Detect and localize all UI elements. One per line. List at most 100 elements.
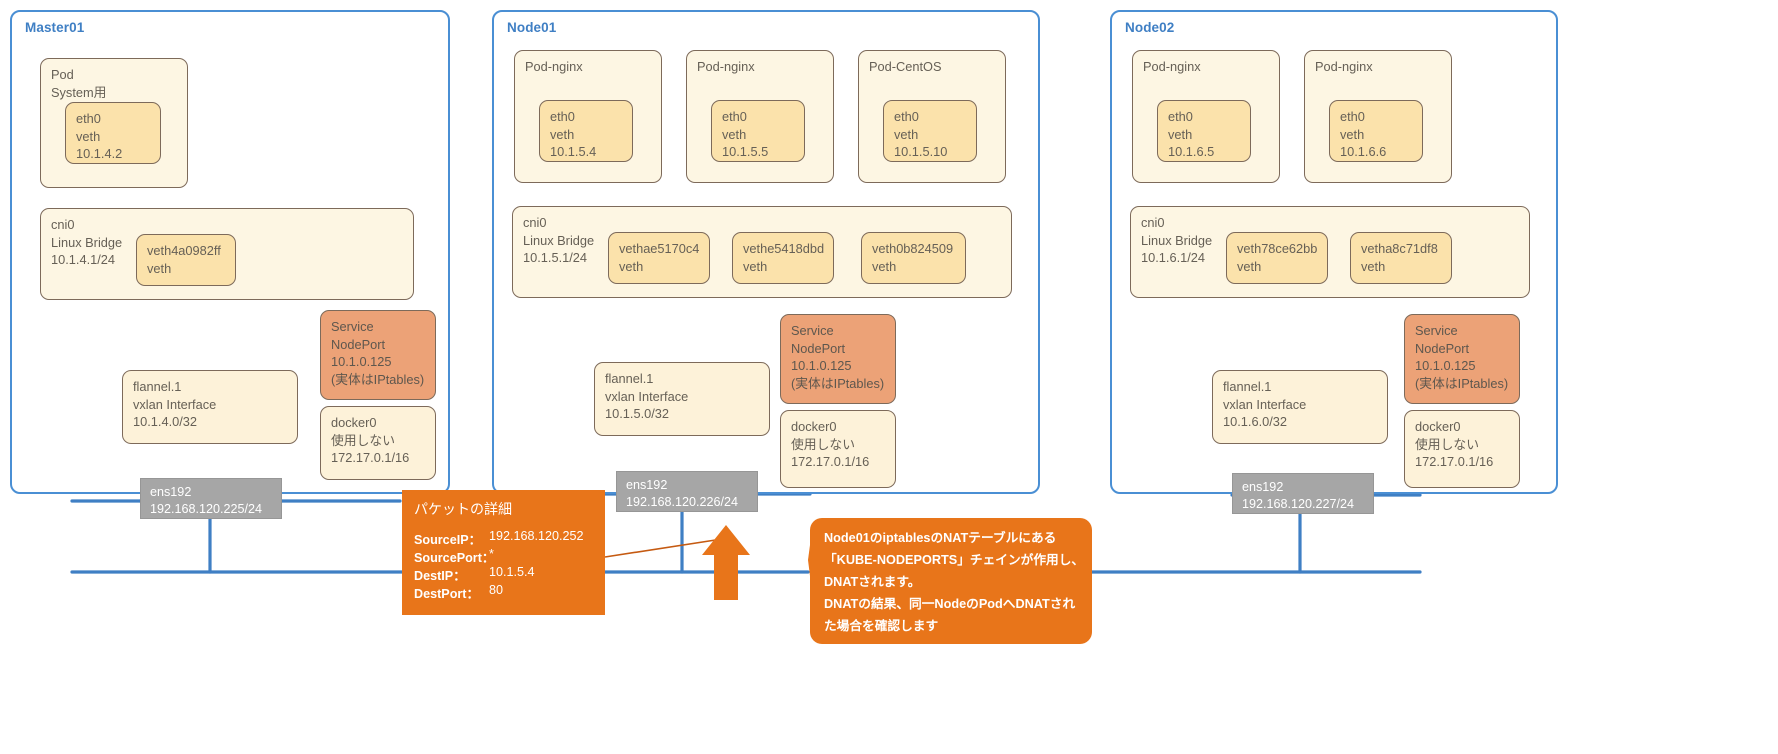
service-nodeport-node02[interactable]: Service NodePort 10.1.0.125 (実体はIPtables… bbox=[1404, 314, 1520, 404]
docker0-l1: docker0 bbox=[331, 415, 377, 430]
pod-label: Pod-nginx bbox=[525, 59, 583, 74]
service-nodeport-master01[interactable]: Service NodePort 10.1.0.125 (実体はIPtables… bbox=[320, 310, 436, 400]
docker0-l3: 172.17.0.1/16 bbox=[791, 454, 870, 469]
docker0-l3: 172.17.0.1/16 bbox=[1415, 454, 1494, 469]
packet-detail-value-2: 10.1.5.4 bbox=[489, 565, 535, 579]
service-nodeport-node01[interactable]: Service NodePort 10.1.0.125 (実体はIPtables… bbox=[780, 314, 896, 404]
docker0-l2: 使用しない bbox=[331, 432, 395, 448]
docker0-node02[interactable]: docker0 使用しない 172.17.0.1/16 bbox=[1404, 410, 1520, 488]
packet-detail-label-2: DestIP： bbox=[414, 569, 466, 583]
iface-ip: 10.1.5.10 bbox=[894, 144, 948, 159]
nic-node02[interactable]: ens192 192.168.120.227/24 bbox=[1232, 473, 1374, 514]
veth-kind: veth bbox=[147, 260, 172, 276]
packet-pointer bbox=[604, 538, 723, 558]
bridge-veth-node01-1[interactable]: vethe5418dbd veth bbox=[732, 232, 834, 284]
service-l1: Service bbox=[1415, 323, 1458, 338]
veth-name: veth0b824509 bbox=[872, 241, 954, 256]
bridge-kind: Linux Bridge bbox=[1141, 232, 1213, 248]
service-l1: Service bbox=[791, 323, 834, 338]
bridge-node02[interactable]: cni0 Linux Bridge 10.1.6.1/24 bbox=[1130, 206, 1530, 298]
bridge-veth-node02-1[interactable]: vetha8c71df8 veth bbox=[1350, 232, 1452, 284]
bridge-veth-node01-0[interactable]: vethae5170c4 veth bbox=[608, 232, 710, 284]
docker0-l2: 使用しない bbox=[791, 436, 855, 452]
pod-iface-node01-0[interactable]: eth0 veth 10.1.5.4 bbox=[539, 100, 633, 162]
docker0-master01[interactable]: docker0 使用しない 172.17.0.1/16 bbox=[320, 406, 436, 480]
veth-name: veth78ce62bb bbox=[1237, 241, 1318, 256]
veth-name: veth4a0982ff bbox=[147, 243, 221, 258]
flannel-kind: vxlan Interface bbox=[1223, 396, 1307, 412]
iface-ip: 10.1.5.5 bbox=[722, 144, 769, 159]
flannel-ip: 10.1.5.0/32 bbox=[605, 406, 670, 421]
iface-kind: veth bbox=[894, 126, 919, 142]
nic-master01[interactable]: ens192 192.168.120.225/24 bbox=[140, 478, 282, 519]
iface-dev: eth0 bbox=[894, 109, 919, 124]
nic-dev: ens192 bbox=[150, 485, 192, 499]
bridge-dev: cni0 bbox=[51, 217, 75, 232]
iface-kind: veth bbox=[1340, 126, 1365, 142]
pod-label: Pod-nginx bbox=[697, 59, 755, 74]
service-l4: (実体はIPtables) bbox=[791, 375, 885, 391]
iface-dev: eth0 bbox=[1340, 109, 1365, 124]
bridge-veth-node01-2[interactable]: veth0b824509 veth bbox=[861, 232, 966, 284]
service-l4: (実体はIPtables) bbox=[331, 371, 425, 387]
pod-iface-node02-0[interactable]: eth0 veth 10.1.6.5 bbox=[1157, 100, 1251, 162]
iface-kind: veth bbox=[550, 126, 575, 142]
pod-label: Pod-CentOS bbox=[869, 59, 942, 74]
veth-kind: veth bbox=[1361, 258, 1386, 274]
bridge-dev: cni0 bbox=[523, 215, 547, 230]
bridge-dev: cni0 bbox=[1141, 215, 1165, 230]
packet-detail-label-3: DestPort： bbox=[414, 587, 480, 601]
packet-detail-value-1: * bbox=[489, 547, 494, 561]
nic-dev: ens192 bbox=[1242, 480, 1284, 494]
dnat-up-arrow bbox=[702, 525, 750, 600]
veth-kind: veth bbox=[619, 258, 644, 274]
pod-label: Pod bbox=[51, 67, 74, 82]
bridge-veth-master01-0[interactable]: veth4a0982ff veth bbox=[136, 234, 236, 286]
flannel-dev: flannel.1 bbox=[605, 371, 654, 386]
docker0-l2: 使用しない bbox=[1415, 436, 1479, 452]
service-l3: 10.1.0.125 bbox=[1415, 358, 1476, 373]
service-l4: (実体はIPtables) bbox=[1415, 375, 1509, 391]
flannel-kind: vxlan Interface bbox=[133, 396, 217, 412]
pod-iface-master01-0[interactable]: eth0 veth 10.1.4.2 bbox=[65, 102, 161, 164]
callout-line-2: DNATされます。 bbox=[824, 575, 921, 589]
veth-name: vethe5418dbd bbox=[743, 241, 825, 256]
docker0-node01[interactable]: docker0 使用しない 172.17.0.1/16 bbox=[780, 410, 896, 488]
veth-kind: veth bbox=[743, 258, 768, 274]
veth-name: vetha8c71df8 bbox=[1361, 241, 1438, 256]
pod-iface-node01-2[interactable]: eth0 veth 10.1.5.10 bbox=[883, 100, 977, 162]
bridge-veth-node02-0[interactable]: veth78ce62bb veth bbox=[1226, 232, 1328, 284]
flannel-dev: flannel.1 bbox=[133, 379, 182, 394]
pod-iface-node01-1[interactable]: eth0 veth 10.1.5.5 bbox=[711, 100, 805, 162]
service-l2: NodePort bbox=[791, 340, 846, 356]
docker0-l3: 172.17.0.1/16 bbox=[331, 450, 410, 465]
flannel-master01[interactable]: flannel.1 vxlan Interface 10.1.4.0/32 bbox=[122, 370, 298, 444]
service-l2: NodePort bbox=[1415, 340, 1470, 356]
docker0-l1: docker0 bbox=[1415, 419, 1461, 434]
iface-ip: 10.1.4.2 bbox=[76, 146, 123, 161]
packet-detail-panel[interactable] bbox=[402, 490, 605, 615]
flannel-node02[interactable]: flannel.1 vxlan Interface 10.1.6.0/32 bbox=[1212, 370, 1388, 444]
packet-detail-title: パケットの詳細 bbox=[414, 501, 512, 517]
callout-line-4: た場合を確認します bbox=[824, 619, 939, 633]
nic-node01[interactable]: ens192 192.168.120.226/24 bbox=[616, 471, 758, 512]
dnat-callout-bubble[interactable] bbox=[810, 518, 1092, 644]
veth-kind: veth bbox=[872, 258, 897, 274]
veth-name: vethae5170c4 bbox=[619, 241, 700, 256]
node-title-node01: Node01 bbox=[507, 20, 557, 35]
service-l3: 10.1.0.125 bbox=[791, 358, 852, 373]
nic-dev: ens192 bbox=[626, 478, 668, 492]
bridge-kind: Linux Bridge bbox=[51, 234, 123, 250]
pod-label: Pod-nginx bbox=[1143, 59, 1201, 74]
iface-kind: veth bbox=[76, 128, 101, 144]
node-title-master01: Master01 bbox=[25, 20, 85, 35]
callout-line-1: 「KUBE-NODEPORTS」チェインが作用し、 bbox=[824, 553, 1085, 567]
service-l1: Service bbox=[331, 319, 374, 334]
bridge-ip: 10.1.4.1/24 bbox=[51, 252, 116, 267]
iface-dev: eth0 bbox=[722, 109, 747, 124]
flannel-node01[interactable]: flannel.1 vxlan Interface 10.1.5.0/32 bbox=[594, 362, 770, 436]
iface-kind: veth bbox=[722, 126, 747, 142]
veth-kind: veth bbox=[1237, 258, 1262, 274]
pod-iface-node02-1[interactable]: eth0 veth 10.1.6.6 bbox=[1329, 100, 1423, 162]
